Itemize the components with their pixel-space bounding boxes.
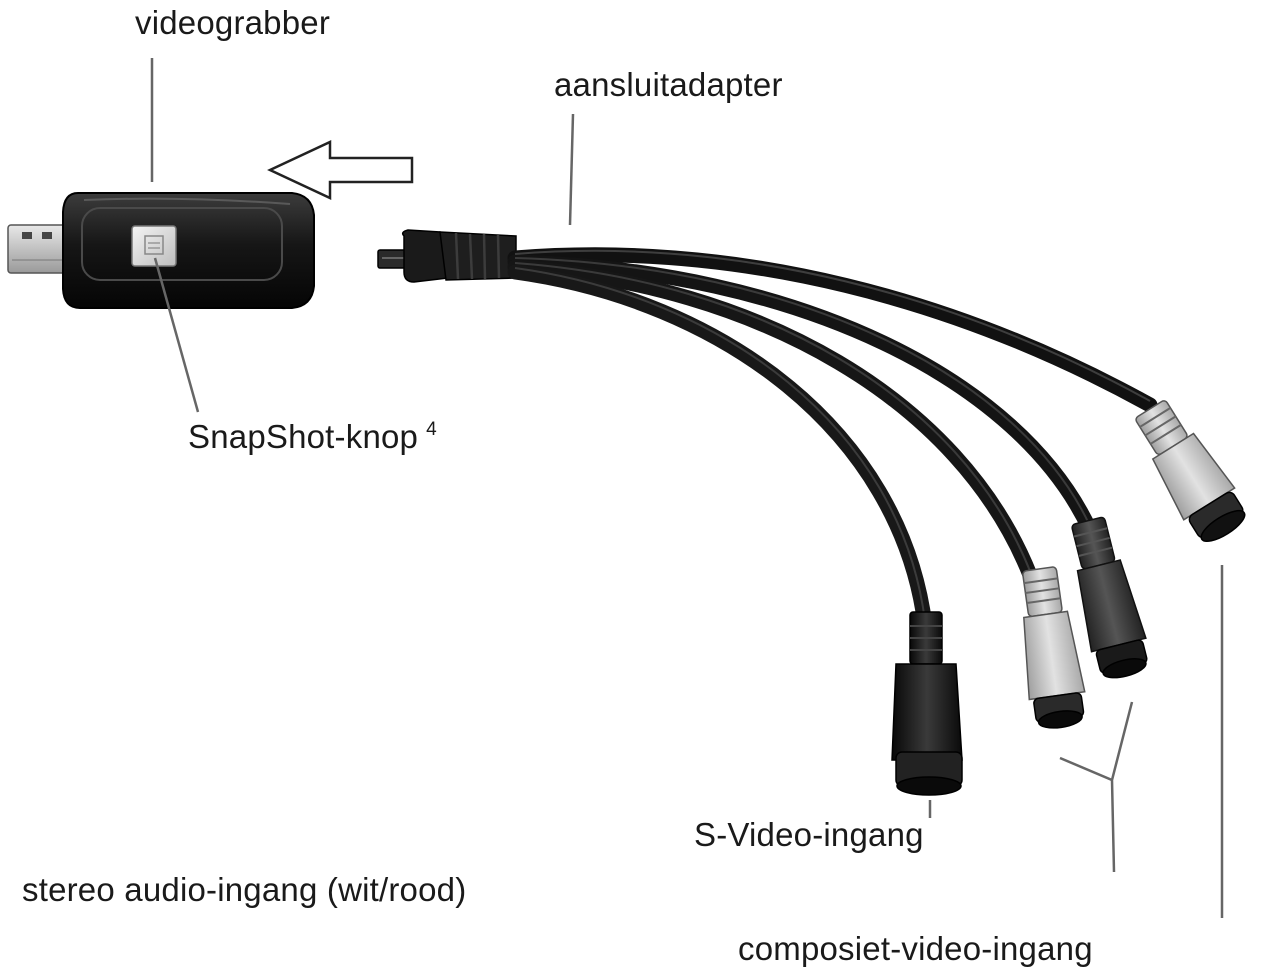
svideo-input-label: S-Video-ingang — [694, 816, 924, 853]
adapter-cable — [377, 229, 1158, 633]
grabber-body — [62, 192, 315, 309]
snapshot-leader-line — [153, 257, 200, 413]
videograbber-label: videograbber — [135, 4, 331, 41]
svideo-connector — [891, 611, 963, 796]
leader-lines — [150, 58, 1224, 918]
usb-plug — [7, 224, 71, 274]
snapshot-button-text: SnapShot-knop — [188, 418, 419, 455]
snapshot-button — [131, 225, 177, 267]
composite-audio-leader-line — [1059, 701, 1134, 873]
snapshot-button-label: SnapShot-knop 4 — [188, 420, 437, 453]
adapter-label: aansluitadapter — [554, 66, 783, 103]
videograbber-device — [7, 192, 315, 309]
adapter-leader-line — [568, 113, 575, 226]
insert-direction-arrow-icon — [267, 140, 414, 200]
composite-video-input-label: composiet-video-ingang — [738, 930, 1093, 967]
snapshot-footnote-marker: 4 — [426, 419, 437, 440]
stereo-audio-input-label: stereo audio-ingang (wit/rood) — [22, 871, 467, 908]
composite-video-connector — [1135, 400, 1246, 543]
audio-white-connector — [1022, 566, 1086, 729]
audio-red-connector — [1071, 516, 1148, 679]
